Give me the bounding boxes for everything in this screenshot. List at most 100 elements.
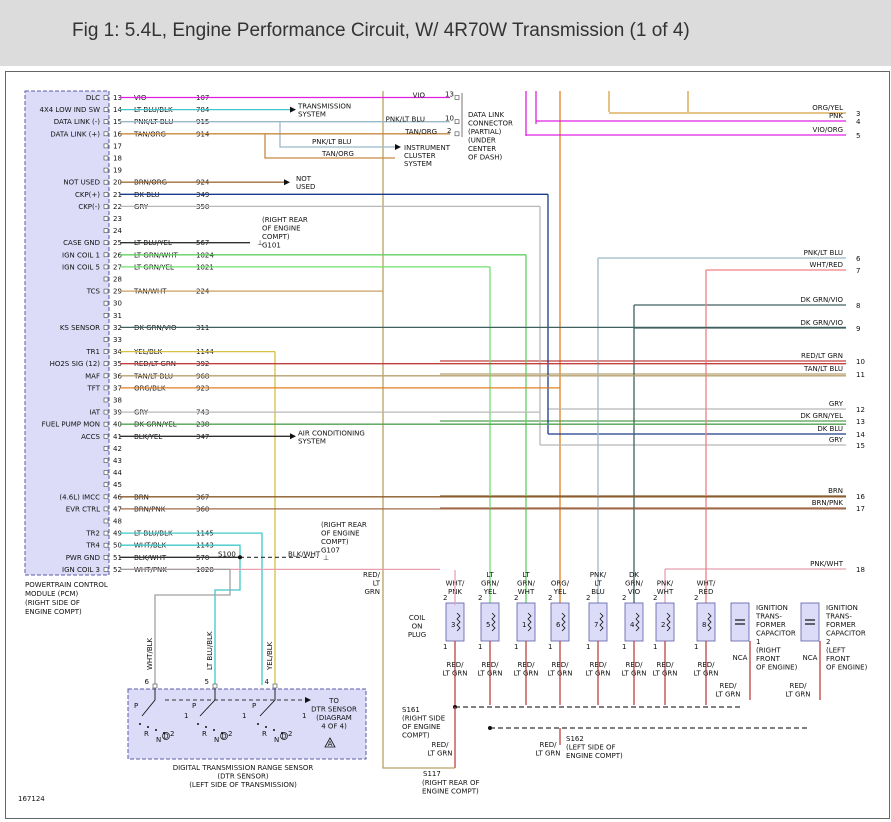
dtr-contact-dot [273,729,275,731]
pcm-pin-number: 42 [113,445,122,453]
dtr-switch-letter: N [156,736,161,744]
pcm-pin-number: 33 [113,336,122,344]
figure-id: 167124 [18,795,45,803]
pcm-pin-number: 22 [113,203,122,211]
dtr-pin-terminal [212,683,218,689]
ignition-capacitor-2 [800,602,820,642]
right-wire-label: ORG/YEL [812,104,843,112]
dlc-wire-label: VIO [413,92,426,100]
pcm-pin-number: 28 [113,276,122,284]
not-used-label: USED [296,183,315,191]
coil-ground-wire-label: RED/ [589,661,607,669]
pcm-pin-number: 48 [113,518,122,526]
dtr-contact-dot [281,732,283,734]
pcm-pin-terminal [103,312,109,318]
coil-pin: 1 [653,643,657,651]
coil-number: 6 [556,621,561,629]
dlc-pin-number: 13 [445,91,454,99]
coil-number: 7 [594,621,598,629]
coil-wire-label: YEL [553,588,567,596]
pcm-pin-function: IGN COIL 5 [62,263,100,271]
dlc-terminal [454,95,460,100]
dtr-switch-letter: N [214,736,219,744]
coil-number: 2 [661,621,665,629]
coil-ground-wire-label: LT GRN [478,670,503,678]
pcm-caption: (RIGHT SIDE OF [25,599,80,607]
dlc-pin-number: 10 [445,115,454,123]
pcm-pin-function: CKP(+) [75,191,100,199]
splice-s161-label: S161 [402,706,420,714]
right-wire-number: 16 [856,493,865,501]
ground-icon: ⊥ [323,554,329,562]
pcm-pin-terminal [103,349,109,354]
pcm-pin-number: 39 [113,409,122,417]
pcm-pin-terminal [103,397,109,403]
dtr-contact-dot [221,732,223,734]
coil-ground-wire-label: RED/ [656,661,674,669]
pcm-pin-terminal [103,131,109,137]
capacitor-label: IGNITION [826,604,858,612]
coil-winding-icon [666,612,671,632]
pcm-pin-terminal [103,337,109,342]
right-wire-label: TAN/LT BLU [803,365,843,373]
coil-wire-label: GRN/ [481,580,500,588]
splice-s117-label: (RIGHT REAR OF [422,779,480,787]
coil-ground-wire-label: LT GRN [653,670,678,678]
nca-label: NCA [733,654,748,662]
right-wire-label: PNK [829,112,843,120]
transmission-system-label: SYSTEM [298,111,326,119]
pcm-pin-number: 45 [113,481,122,489]
pcm-pin-number: 43 [113,457,122,465]
pcm-pin-function: TCS [86,288,101,296]
pcm-pin-number: 29 [113,288,122,296]
coil-pin: 2 [514,594,518,602]
pcm-pin-terminal [103,530,109,536]
pcm-pin-terminal [103,421,109,427]
coil-wire-label: BLU [591,588,604,596]
coil-on-plug-label: COIL [409,614,425,622]
right-wire-label: DK GRN/VIO [801,296,844,304]
capacitor-label: (LEFT [826,647,846,655]
dtr-switch-arm [141,689,156,717]
pcm-pin-terminal [103,228,109,233]
dtr-switch-letter: D [281,733,286,741]
dtr-sensor-caption: (DTR SENSOR) [217,773,268,781]
right-wire-label: WHT/RED [810,261,844,269]
cap-ground-wire-label: LT GRN [716,691,741,699]
pcm-pin-terminal [103,252,109,258]
coil-on-plug-label: PLUG [408,631,426,639]
dtr-contact-dot [163,732,165,734]
capacitor-label: OF ENGINE) [826,664,868,672]
instrument-cluster-label: INSTRUMENT [404,144,451,152]
pcm-pin-terminal [103,361,109,367]
pcm-pin-number: 31 [113,312,122,320]
not-used-label: NOT [296,175,312,183]
dtr-switch-letter: N [274,736,279,744]
wire-tan-org [120,133,395,159]
capacitor-label: 2 [826,638,830,646]
wire-wht-blk-dtr [120,568,231,685]
ground-icon: ⊥ [257,239,263,247]
coil-number: 4 [630,621,635,629]
coil-wire-label: LT [594,580,602,588]
dtr-wire-label: WHT/BLK [146,637,154,670]
instrument-cluster-label: CLUSTER [404,152,436,160]
pcm-pin-number: 26 [113,251,122,259]
right-wire-number: 10 [856,358,865,366]
dtr-sensor-caption: (LEFT SIDE OF TRANSMISSION) [189,781,297,789]
coil-ground-wire-label: RED/ [517,661,535,669]
pcm-pin-function: (4.6L) IMCC [59,493,100,501]
pcm-pin-number: 37 [113,384,122,392]
capacitor-label: TRANS- [825,613,852,621]
pcm-pin-function: DATA LINK (-) [54,118,101,126]
g101-label: G101 [262,242,281,250]
coil-wire-label: PNK/ [590,571,607,579]
pcm-pin-number: 18 [113,155,122,163]
capacitor-label: FORMER [826,621,856,629]
right-wire-number: 3 [856,110,860,118]
pcm-pin-number: 17 [113,142,122,150]
coil-pin: 1 [514,643,518,651]
dtr-switch-letter: 2 [228,730,232,738]
pcm-pin-function: IAT [89,409,100,417]
